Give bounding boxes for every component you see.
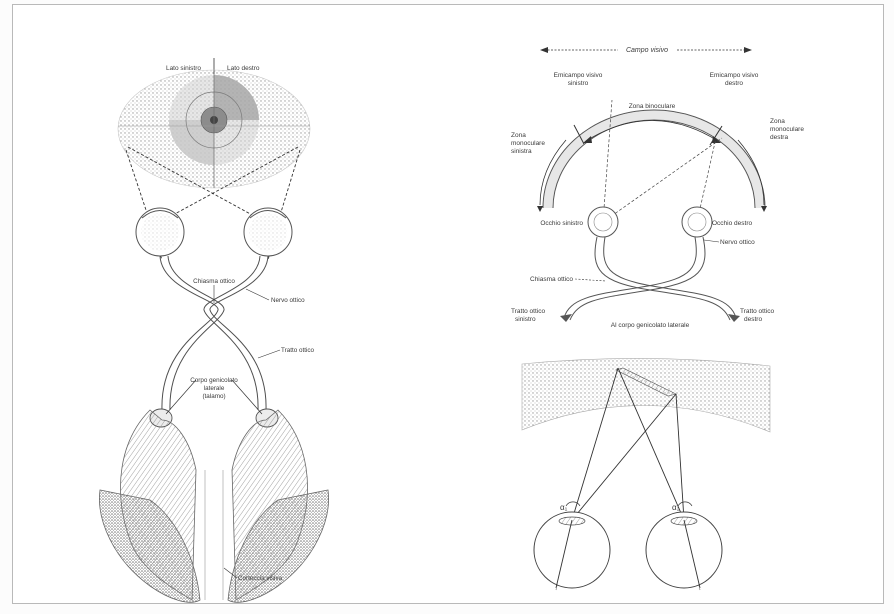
label-optic-nerve: Nervo ottico: [720, 239, 755, 246]
mono-right-arrow-head: [761, 206, 767, 212]
angle-arc-left: [566, 502, 580, 506]
label-optic-chiasm: Chiasma ottico: [530, 276, 573, 283]
right-panel-left-eye: [588, 207, 618, 237]
label-nerve: Nervo ottico: [271, 297, 305, 304]
label-alpha-2: α₂: [672, 503, 680, 512]
left-visual-pathway-diagram: Lato sinistro Lato destro: [99, 58, 328, 602]
label-right-tract-1: Tratto ottico: [740, 308, 774, 315]
label-left-tract-1: Tratto ottico: [511, 308, 545, 315]
label-binocular: Zona binoculare: [629, 103, 676, 110]
left-eye: [136, 208, 184, 256]
mono-left-arrow-head: [537, 206, 543, 212]
label-left-tract-2: sinistro: [515, 316, 536, 323]
label-mono-right-1: Zona: [770, 118, 785, 125]
outer-arc: [543, 110, 765, 208]
label-tract: Tratto ottico: [281, 347, 315, 354]
right-optic-pathway: [564, 237, 736, 320]
label-alpha-1: α₁: [560, 503, 568, 512]
label-mono-left-1: Zona: [511, 132, 526, 139]
label-cortex: Corteccia visiva: [238, 575, 283, 582]
label-mono-left-3: sinistra: [511, 148, 532, 155]
label-left-eye: Occhio sinistro: [540, 220, 583, 227]
right-bottom-binocular-diagram: α₁ α₂: [522, 358, 770, 590]
label-to-lgn: Al corpo genicolato laterale: [611, 322, 690, 329]
label-lgn-2: laterale: [204, 385, 225, 392]
label-right-eye: Occhio destro: [712, 220, 752, 227]
label-visual-field: Campo visivo: [626, 47, 668, 54]
curved-surface: [522, 358, 770, 432]
angle-arc-right: [678, 502, 692, 506]
label-left-hemifield-2: sinistro: [568, 80, 589, 87]
arc-band-fill: [548, 115, 760, 208]
label-right-hemifield-1: Emicampo visivo: [710, 72, 759, 79]
label-chiasma: Chiasma ottico: [193, 278, 235, 285]
label-lgn-1: Corpo genicolato: [190, 377, 238, 384]
label-mono-right-2: monoculare: [770, 126, 804, 133]
right-panel-right-eye: [682, 207, 712, 237]
arrow-head-right: [744, 47, 752, 53]
label-left-hemifield-1: Emicampo visivo: [554, 72, 603, 79]
arrow-head-left: [540, 47, 548, 53]
right-tract-arrowhead: [728, 314, 740, 322]
nerve-pointer: [246, 289, 269, 300]
label-lgn-3: (talamo): [202, 393, 225, 400]
label-mono-right-3: destra: [770, 134, 788, 141]
right-eye: [244, 208, 292, 256]
right-top-visual-field-diagram: Campo visivo Emicampo visivo sinistro Em…: [511, 43, 804, 329]
label-right-hemifield-2: destro: [725, 80, 743, 87]
chiasm-pointer: [575, 279, 606, 281]
optic-nerve-pointer: [704, 240, 719, 242]
left-tract-arrowhead: [560, 314, 572, 322]
label-mono-left-2: monoculare: [511, 140, 545, 147]
label-right-tract-2: destro: [744, 316, 762, 323]
tract-pointer: [258, 350, 280, 358]
